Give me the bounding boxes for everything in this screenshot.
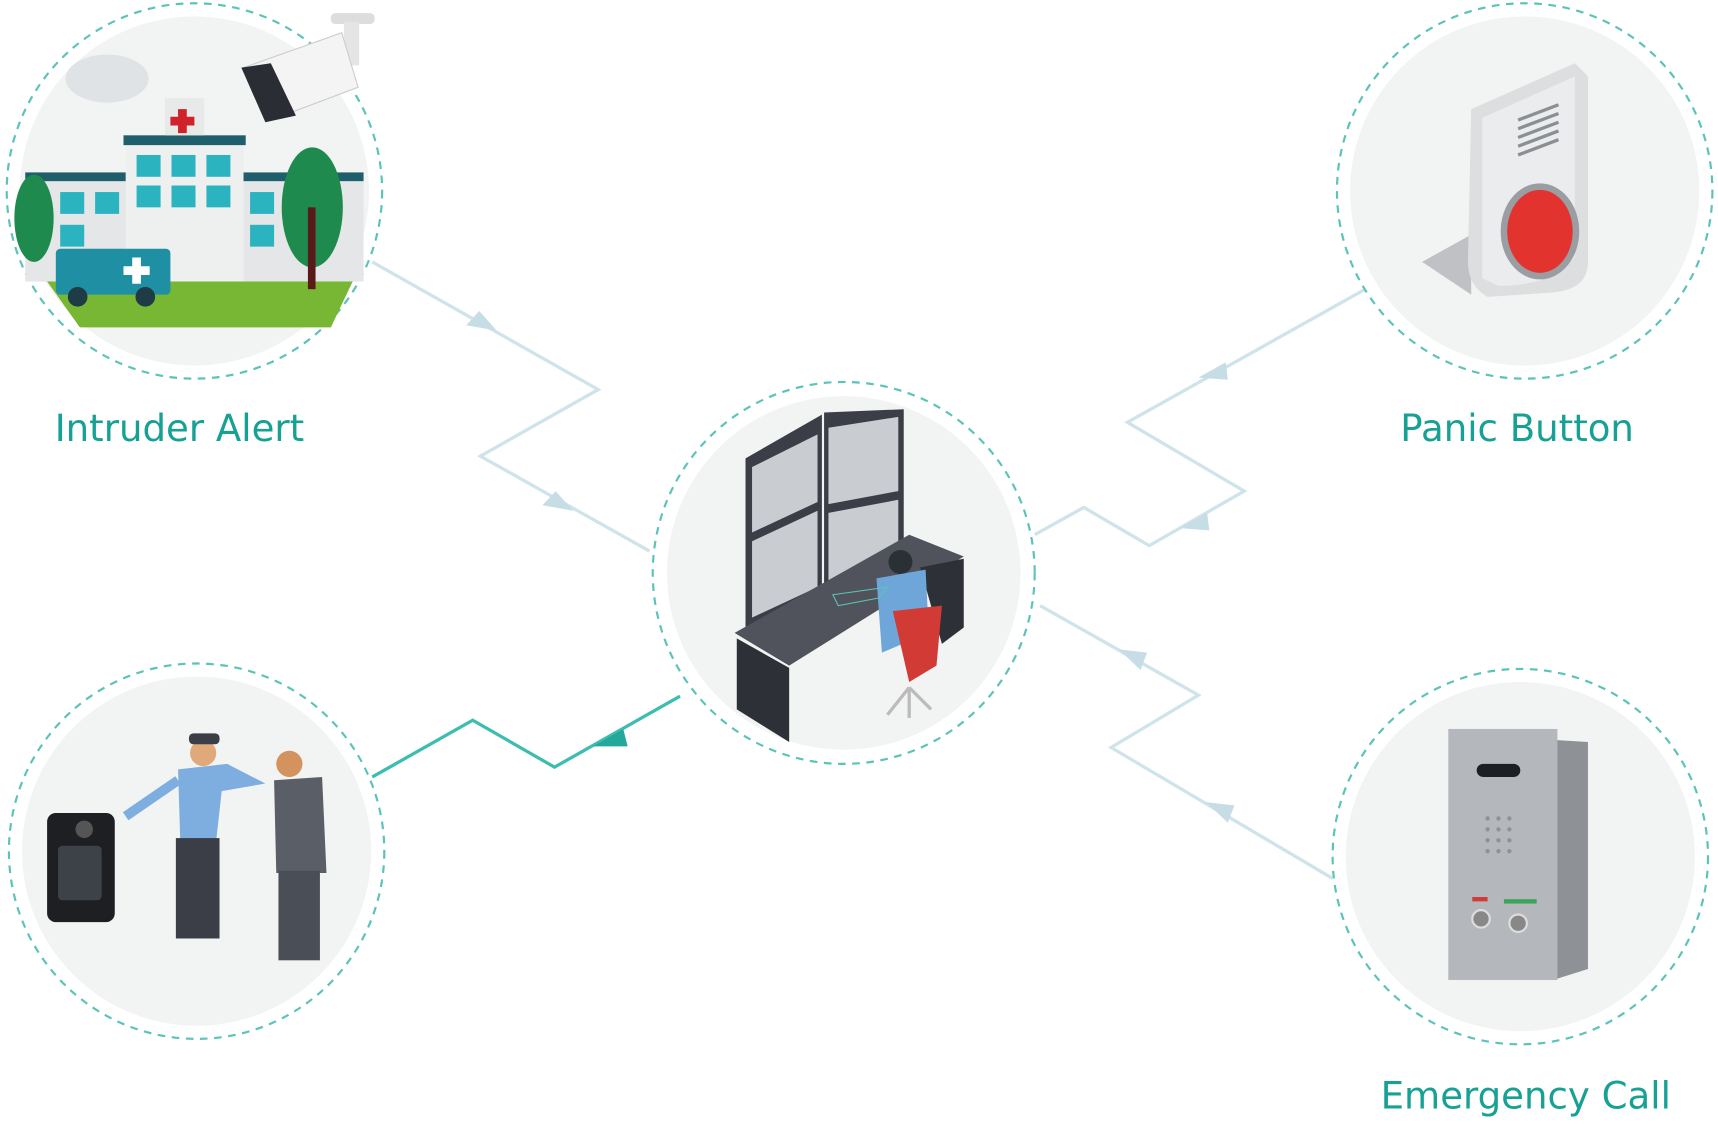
- arrow-icon: [1179, 512, 1210, 531]
- line-panic-to-center: [1033, 287, 1367, 548]
- emergency-intercom-icon: [1448, 728, 1588, 980]
- body-camera-icon: [47, 812, 115, 923]
- security-camera-icon: [241, 13, 375, 123]
- node-guard-response: [7, 662, 386, 1040]
- security-guard-icon: [122, 733, 327, 961]
- node-emergency-call: [1331, 667, 1710, 1046]
- arrow-icon: [1198, 362, 1228, 380]
- arrow-icon: [1206, 802, 1235, 823]
- intruder-alert-label: Intruder Alert: [55, 407, 304, 450]
- line-center-to-guard: [371, 694, 681, 779]
- hospital-icon: [14, 54, 364, 328]
- flow-arrows: [466, 311, 1235, 823]
- arrow-icon: [592, 728, 628, 747]
- line-intruder-to-center: [371, 260, 651, 553]
- operator-desk-icon: [734, 409, 964, 743]
- line-emergency-to-center: [1039, 604, 1334, 880]
- arrow-icon: [466, 311, 497, 331]
- node-monitoring-center: [651, 380, 1036, 765]
- panic-button-label: Panic Button: [1400, 407, 1634, 450]
- panic-button-icon: [1422, 63, 1588, 297]
- arrow-icon: [1118, 649, 1148, 671]
- node-panic-button: [1335, 2, 1714, 380]
- node-intruder-alert: [5, 2, 384, 380]
- emergency-call-label: Emergency Call: [1381, 1075, 1671, 1118]
- arrow-icon: [542, 491, 574, 511]
